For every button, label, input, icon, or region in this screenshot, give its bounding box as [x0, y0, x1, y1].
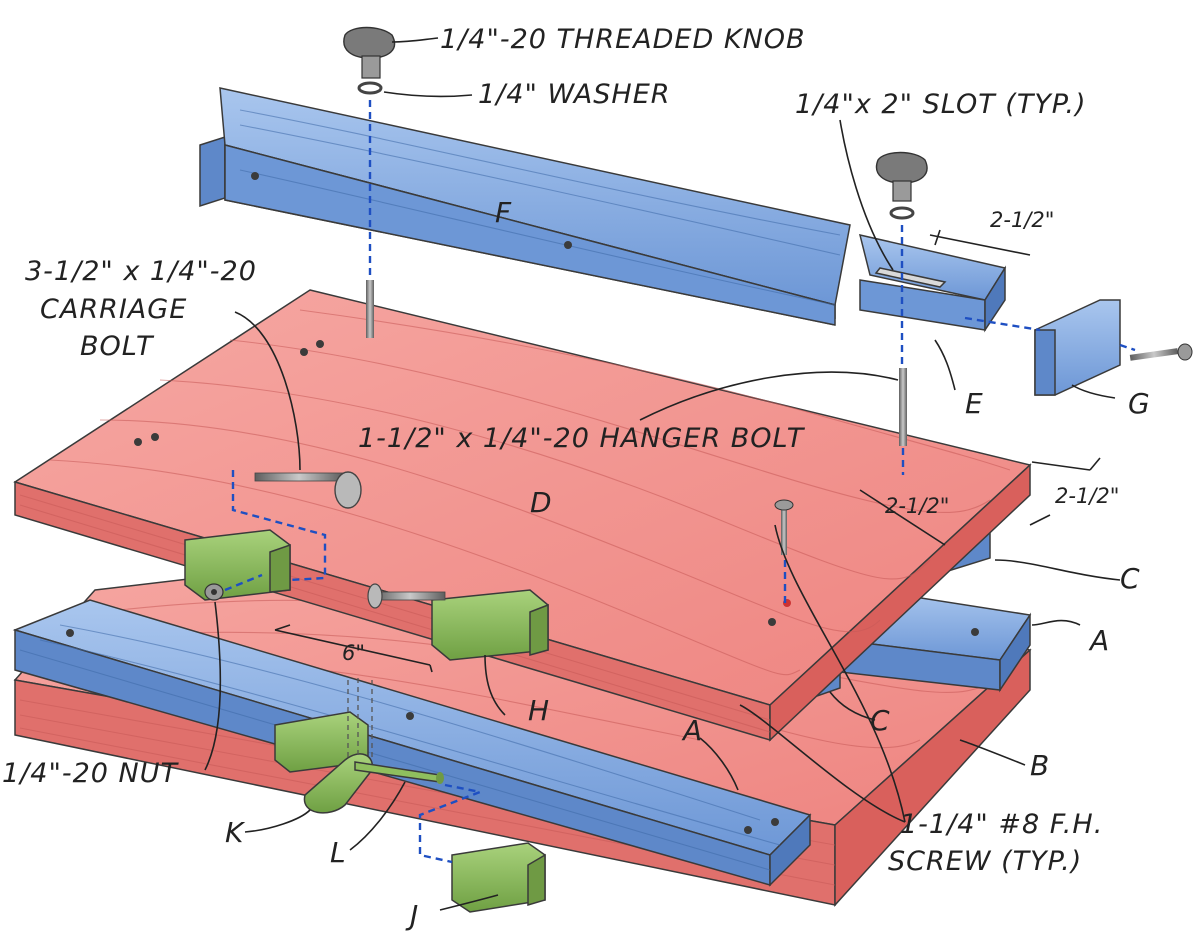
knob-right: [875, 151, 928, 202]
dim-fence-slot: 2-1/2": [990, 208, 1054, 232]
part-k: K: [225, 816, 246, 849]
guide-j: [418, 783, 485, 864]
leader-lines: [204, 37, 1121, 911]
label-carriage-bolt-line2: CARRIAGE: [40, 294, 187, 325]
fence-f: [199, 87, 1007, 333]
washer-left: [357, 81, 383, 95]
part-c-front: C: [870, 704, 890, 737]
label-nut: 1/4"-20 NUT: [2, 758, 180, 789]
hanger-bolt-right: [899, 368, 907, 446]
part-e: E: [965, 387, 983, 420]
screw-d: [774, 499, 794, 555]
pin-l: [354, 761, 444, 784]
block-h: [431, 589, 549, 661]
label-screw-line1: 1-1/4" #8 F.H.: [900, 809, 1103, 840]
nut: [204, 583, 224, 601]
screw-g: [1129, 343, 1193, 361]
part-j: J: [405, 899, 418, 932]
label-threaded-knob: 1/4"-20 THREADED KNOB: [440, 24, 806, 55]
label-hanger-bolt: 1-1/2" x 1/4"-20 HANGER BOLT: [358, 423, 806, 454]
part-a-front: A: [681, 714, 702, 747]
guide-g: [964, 316, 1041, 332]
label-screw-line2: SCREW (TYP.): [888, 846, 1082, 877]
part-g: G: [1128, 387, 1150, 420]
part-a-rear: A: [1088, 624, 1109, 657]
block-g: [1034, 299, 1121, 396]
guide-carriage: [231, 470, 327, 582]
part-d: D: [530, 486, 552, 519]
bolt-through-blocks: [367, 583, 446, 609]
label-carriage-bolt-line1: 3-1/2" x 1/4"-20: [25, 256, 257, 287]
guide-nut: [224, 573, 263, 592]
dim-base-inset: 2-1/2": [885, 494, 949, 518]
part-f: F: [495, 196, 512, 229]
part-b: B: [1030, 749, 1049, 782]
label-carriage-bolt-line3: BOLT: [80, 331, 155, 362]
dim-block-spacing: 6": [342, 641, 365, 665]
hanger-bolt-left: [366, 280, 374, 338]
washer-right: [889, 206, 915, 220]
label-slot: 1/4"x 2" SLOT (TYP.): [795, 89, 1087, 120]
block-j: [451, 842, 546, 913]
hidden-slot-lines: [347, 678, 373, 760]
carriage-bolt: [254, 471, 362, 509]
part-h: H: [528, 694, 549, 727]
part-l: L: [330, 836, 346, 869]
part-c-rear: C: [1120, 562, 1140, 595]
guide-g-screw: [1119, 343, 1136, 352]
label-washer: 1/4" WASHER: [478, 79, 671, 110]
rail-a-front: [12, 599, 812, 887]
knob-left: [343, 26, 396, 79]
dim-base-edge: 2-1/2": [1055, 484, 1119, 508]
block-near-carriage-bolt: [184, 529, 291, 601]
